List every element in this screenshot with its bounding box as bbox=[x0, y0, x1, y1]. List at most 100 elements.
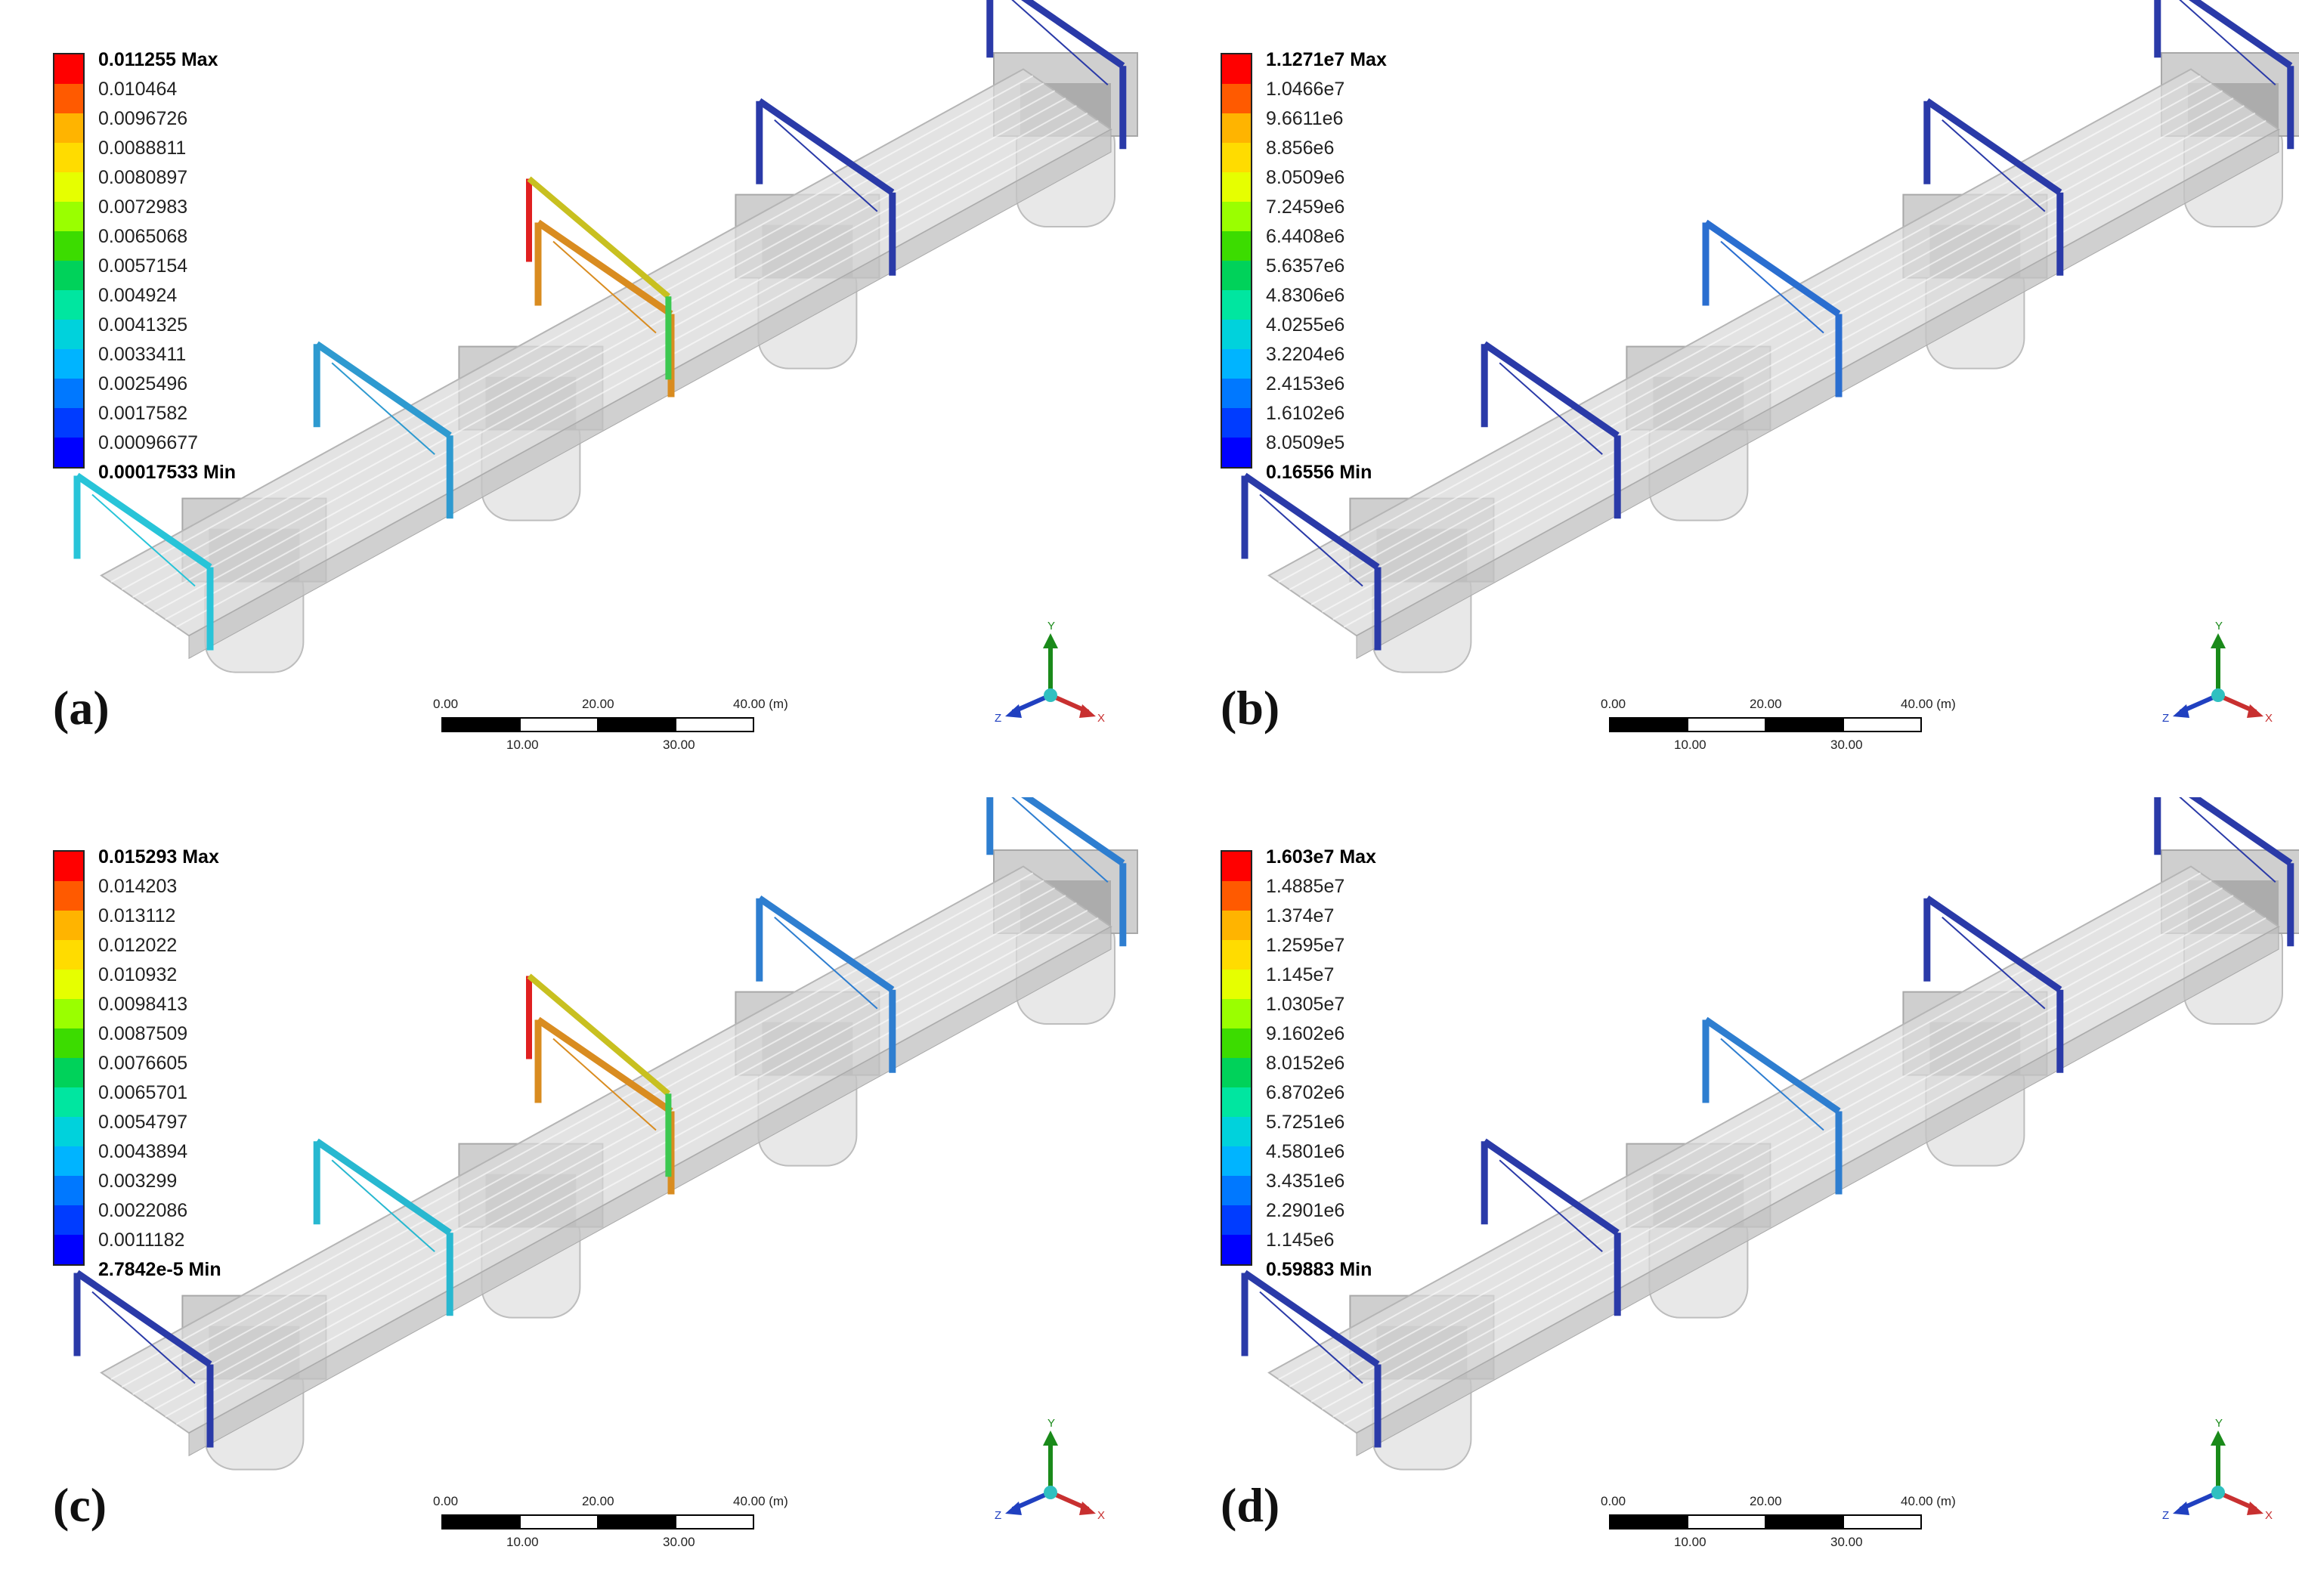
legend-swatch bbox=[1222, 408, 1251, 438]
legend-value: 1.6102e6 bbox=[1266, 403, 1345, 424]
legend-value: 0.0098413 bbox=[98, 994, 188, 1015]
scale-tick-top: 40.00 (m) bbox=[1901, 1494, 1956, 1508]
bridge-model-view bbox=[73, 0, 1138, 673]
legend-swatch bbox=[54, 84, 83, 113]
panel-label: (c) bbox=[53, 1478, 107, 1532]
legend-swatch bbox=[1222, 261, 1251, 290]
legend-swatch bbox=[54, 290, 83, 320]
panel-label: (b) bbox=[1221, 681, 1280, 735]
legend-swatch bbox=[1222, 320, 1251, 349]
legend-swatch bbox=[1222, 881, 1251, 911]
catenary-frame-4 bbox=[756, 895, 896, 1073]
legend-value: 0.0025496 bbox=[98, 373, 188, 394]
legend-swatch bbox=[1222, 172, 1251, 202]
legend-value: 0.0065701 bbox=[98, 1082, 188, 1103]
scale-bar-graphic bbox=[441, 1514, 754, 1530]
legend-swatch bbox=[54, 911, 83, 940]
legend-value: 3.2204e6 bbox=[1266, 344, 1345, 365]
legend-value: 0.0076605 bbox=[98, 1053, 188, 1074]
catenary-frame-2 bbox=[1481, 341, 1621, 519]
catenary-frame-3 bbox=[526, 973, 675, 1195]
legend-value: 1.374e7 bbox=[1266, 905, 1335, 926]
legend-value: 0.003299 bbox=[98, 1171, 178, 1192]
legend-swatch bbox=[1222, 940, 1251, 970]
catenary-frame-4 bbox=[1923, 97, 2064, 276]
bridge-model-view bbox=[1241, 0, 2299, 673]
catenary-frame-2 bbox=[313, 1138, 453, 1316]
scale-tick-top: 0.00 bbox=[433, 1494, 459, 1508]
legend-min-label: 0.59883 Min bbox=[1266, 1259, 1372, 1280]
axis-triad: Y X Z bbox=[2150, 620, 2286, 741]
legend-value: 9.6611e6 bbox=[1266, 108, 1344, 129]
scale-tick-bottom: 10.00 bbox=[1674, 1535, 1706, 1549]
scale-tick-top: 0.00 bbox=[1601, 1494, 1626, 1508]
catenary-frame-3 bbox=[526, 176, 675, 397]
axis-label-y: Y bbox=[2215, 620, 2223, 633]
legend-color-bar bbox=[53, 850, 85, 1266]
legend-swatch bbox=[54, 54, 83, 84]
legend-swatch bbox=[54, 1028, 83, 1058]
axis-triad-graphic bbox=[1005, 633, 1096, 718]
axis-label-z: Z bbox=[2162, 1509, 2170, 1522]
axis-label-x: X bbox=[1097, 1509, 1106, 1522]
legend-value: 0.0065068 bbox=[98, 226, 188, 247]
scale-tick-bottom: 30.00 bbox=[663, 1535, 695, 1549]
axis-label-x: X bbox=[2265, 712, 2273, 725]
bridge-deck bbox=[100, 68, 1112, 637]
catenary-frame-2 bbox=[313, 341, 453, 519]
legend-value: 0.010932 bbox=[98, 964, 178, 985]
legend-value: 0.0088811 bbox=[98, 138, 187, 159]
bridge-model-view bbox=[73, 797, 1138, 1471]
legend-value: 0.012022 bbox=[98, 935, 178, 956]
catenary-frame-2 bbox=[1481, 1138, 1621, 1316]
scale-tick-bottom: 30.00 bbox=[663, 738, 695, 752]
legend-swatch bbox=[54, 1087, 83, 1117]
legend-swatch bbox=[54, 852, 83, 881]
axis-label-x: X bbox=[2265, 1509, 2273, 1522]
legend-swatch bbox=[54, 940, 83, 970]
bridge-model-view bbox=[1241, 797, 2299, 1471]
legend-swatch bbox=[1222, 379, 1251, 408]
scale-tick-top: 40.00 (m) bbox=[1901, 697, 1956, 711]
catenary-frame-4 bbox=[1923, 895, 2064, 1073]
scale-tick-top: 20.00 bbox=[1750, 1494, 1782, 1508]
catenary-frame-1 bbox=[1241, 472, 1382, 651]
legend-value: 8.0509e6 bbox=[1266, 167, 1345, 188]
legend-swatch bbox=[54, 202, 83, 231]
legend-swatch bbox=[54, 999, 83, 1028]
legend-value: 3.4351e6 bbox=[1266, 1171, 1345, 1192]
legend-value: 0.010464 bbox=[98, 79, 178, 100]
catenary-frame-5 bbox=[986, 0, 1127, 150]
catenary-frame-4 bbox=[756, 97, 896, 276]
legend-swatch bbox=[1222, 1028, 1251, 1058]
legend-value: 1.0466e7 bbox=[1266, 79, 1345, 100]
legend-value: 4.0255e6 bbox=[1266, 314, 1345, 336]
legend-swatch bbox=[1222, 1058, 1251, 1087]
bridge-deck bbox=[100, 865, 1112, 1434]
legend-swatch bbox=[54, 438, 83, 467]
axis-label-z: Z bbox=[2162, 712, 2170, 725]
scale-tick-bottom: 30.00 bbox=[1830, 738, 1863, 752]
legend-value: 1.2595e7 bbox=[1266, 935, 1345, 956]
legend-color-bar bbox=[1221, 53, 1252, 469]
panel-label: (a) bbox=[53, 681, 110, 735]
legend-value: 0.0087509 bbox=[98, 1023, 188, 1044]
scale-tick-top: 0.00 bbox=[1601, 697, 1626, 711]
legend-swatch bbox=[1222, 970, 1251, 999]
legend-swatch bbox=[54, 379, 83, 408]
scale-tick-top: 20.00 bbox=[582, 697, 614, 711]
legend-value: 2.4153e6 bbox=[1266, 373, 1345, 394]
legend-value: 1.0305e7 bbox=[1266, 994, 1345, 1015]
legend-value: 0.0080897 bbox=[98, 167, 188, 188]
legend-value: 0.0022086 bbox=[98, 1200, 188, 1221]
legend-swatch bbox=[54, 143, 83, 172]
scale-tick-top: 40.00 (m) bbox=[733, 697, 788, 711]
legend-min-label: 0.00017533 Min bbox=[98, 462, 237, 483]
